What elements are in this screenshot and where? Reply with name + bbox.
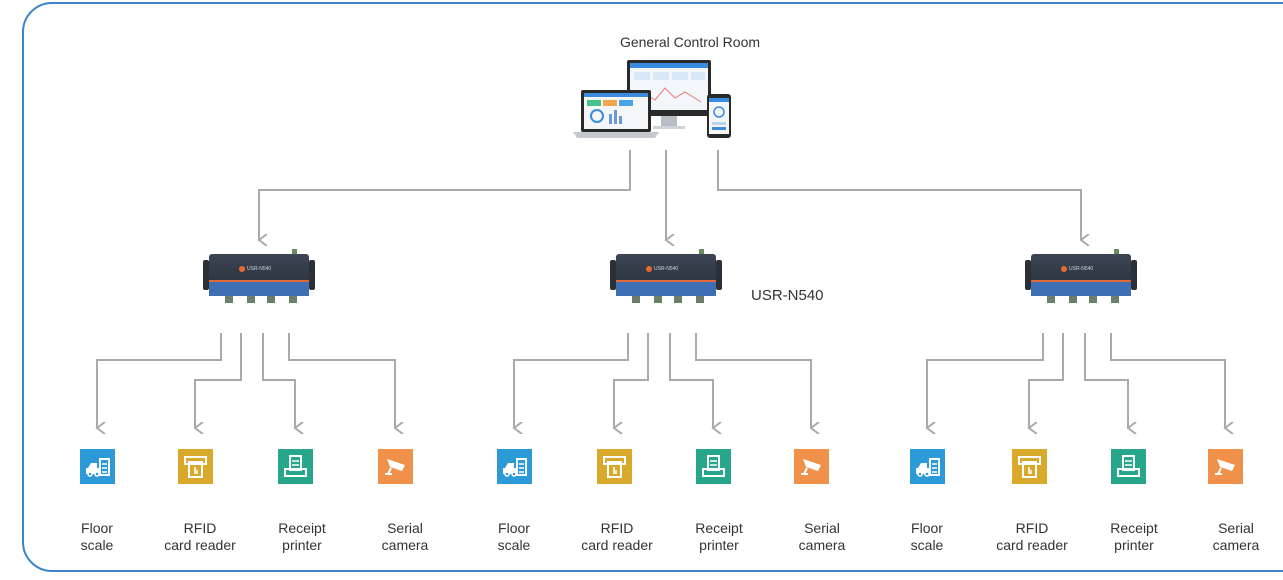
wire-gateway-2-to-truck-scale-icon — [514, 333, 629, 428]
device-label-line1: Receipt — [1110, 520, 1158, 536]
device-label-line2: camera — [798, 537, 846, 553]
wire-gateway-3-to-truck-scale-icon — [927, 333, 1044, 428]
wire-gateway-1-to-truck-scale-icon — [97, 333, 222, 428]
wire-gateway-1-to-printer-icon — [262, 333, 295, 428]
gateway-device: USR-N540 — [1021, 244, 1141, 308]
gateway-logo-text: USR-N540 — [1069, 266, 1094, 272]
device-label-line1: Serial — [1218, 520, 1254, 536]
device-label-line1: Receipt — [278, 520, 326, 536]
device-label-line1: Receipt — [695, 520, 743, 536]
device-label-line1: Serial — [804, 520, 840, 536]
wire-gateway-1-to-card-reader-icon — [195, 333, 242, 428]
wire-gateway-3-to-printer-icon — [1084, 333, 1128, 428]
wire-control-to-gateway-1 — [259, 150, 631, 240]
device-label-line2: scale — [497, 537, 531, 553]
device-label-line2: printer — [282, 537, 322, 553]
diagram-frame — [22, 2, 1283, 572]
gateway-device: USR-N540 — [606, 244, 726, 308]
truck-scale-icon — [497, 449, 532, 484]
printer-icon — [278, 449, 313, 484]
camera-icon — [1208, 449, 1243, 484]
wire-gateway-2-to-camera-icon — [695, 333, 811, 428]
wire-gateway-2-to-printer-icon — [669, 333, 713, 428]
device-model-label: USR-N540 — [751, 287, 824, 304]
device-label-line2: printer — [699, 537, 739, 553]
diagram-title: General Control Room — [619, 34, 761, 50]
card-reader-icon — [178, 449, 213, 484]
printer-icon — [696, 449, 731, 484]
device-label-line2: card reader — [164, 537, 236, 553]
device-label-line1: Serial — [387, 520, 423, 536]
camera-icon — [794, 449, 829, 484]
device-label-line1: Floor — [81, 520, 113, 536]
printer-icon — [1111, 449, 1146, 484]
wire-gateway-1-to-camera-icon — [288, 333, 395, 428]
gateway-device: USR-N540 — [199, 244, 319, 308]
camera-icon — [378, 449, 413, 484]
wire-gateway-3-to-camera-icon — [1110, 333, 1225, 428]
device-label-line1: RFID — [600, 520, 634, 536]
card-reader-icon — [597, 449, 632, 484]
device-label-line2: camera — [1212, 537, 1260, 553]
gateway-logo-text: USR-N540 — [247, 266, 272, 272]
device-label-line1: Floor — [911, 520, 943, 536]
device-label-line2: scale — [80, 537, 114, 553]
device-label-line1: RFID — [183, 520, 217, 536]
control-room-computers-icon — [573, 60, 731, 138]
device-label-line2: scale — [910, 537, 944, 553]
wire-control-to-gateway-3 — [717, 150, 1081, 240]
gateway-logo-text: USR-N540 — [654, 266, 679, 272]
device-label-line2: camera — [381, 537, 429, 553]
device-label-line1: RFID — [1015, 520, 1049, 536]
device-label-line2: card reader — [996, 537, 1068, 553]
wire-gateway-2-to-card-reader-icon — [614, 333, 649, 428]
wire-gateway-3-to-card-reader-icon — [1029, 333, 1064, 428]
device-label-line2: printer — [1114, 537, 1154, 553]
device-label-line2: card reader — [581, 537, 653, 553]
card-reader-icon — [1012, 449, 1047, 484]
device-label-line1: Floor — [498, 520, 530, 536]
truck-scale-icon — [80, 449, 115, 484]
truck-scale-icon — [910, 449, 945, 484]
